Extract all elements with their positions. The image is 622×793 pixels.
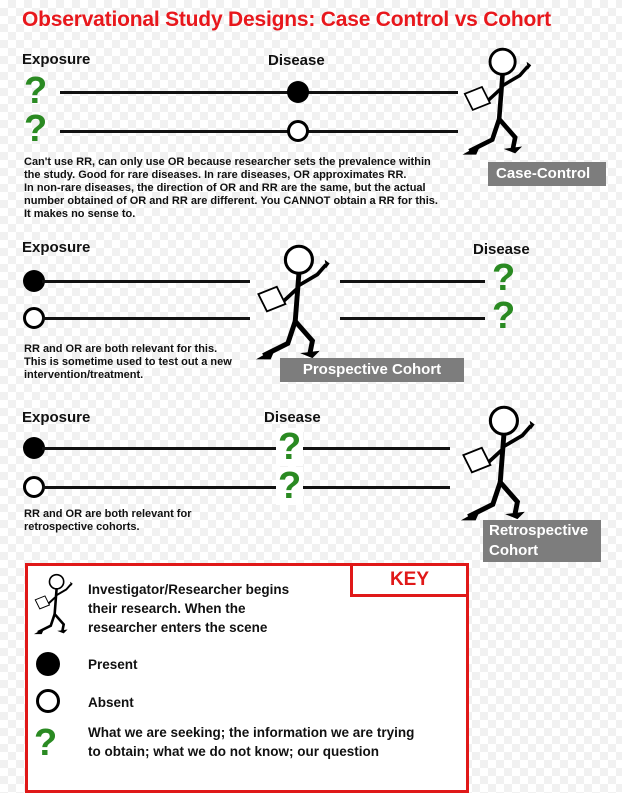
stick-figure-researcher-icon	[32, 573, 75, 636]
rc-unexposed-line	[42, 486, 450, 489]
rc-exposure-label: Exposure	[22, 409, 91, 426]
cc-note: Can't use RR, can only use OR because re…	[24, 156, 438, 220]
key-title: KEY	[350, 563, 469, 597]
present-circle-icon	[23, 437, 45, 459]
pc-disease-label: Disease	[473, 241, 530, 258]
case-control-badge: Case-Control	[488, 162, 606, 186]
pc-exposed-line-right	[340, 280, 485, 283]
present-circle-icon	[36, 652, 60, 676]
key-question-text: What we are seeking; the information we …	[88, 725, 415, 759]
question-mark-icon: ?	[276, 465, 304, 507]
pc-exposed-line-left	[42, 280, 250, 283]
pc-unexposed-line-left	[42, 317, 250, 320]
question-mark-icon: ?	[24, 108, 48, 150]
cc-disease-label: Disease	[268, 52, 325, 69]
rc-exposed-line	[42, 447, 450, 450]
stick-figure-researcher-icon	[458, 406, 540, 524]
question-mark-icon: ?	[492, 295, 516, 337]
question-mark-icon: ?	[492, 257, 516, 299]
key-present-label: Present	[88, 657, 138, 672]
key-researcher-text: Investigator/Researcher begins their res…	[88, 582, 290, 635]
absent-circle-icon	[287, 120, 309, 142]
absent-circle-icon	[36, 689, 60, 713]
rc-note: RR and OR are both relevant for retrospe…	[24, 508, 192, 533]
present-circle-icon	[287, 81, 309, 103]
cc-exposed-line	[60, 91, 458, 94]
cc-unexposed-line	[60, 130, 458, 133]
pc-note: RR and OR are both relevant for this. Th…	[24, 343, 232, 381]
retrospective-cohort-badge: Retrospective Cohort	[483, 520, 601, 562]
question-mark-icon: ?	[276, 426, 304, 468]
pc-unexposed-line-right	[340, 317, 485, 320]
stick-figure-researcher-icon	[254, 245, 334, 363]
stick-figure-researcher-icon	[458, 48, 538, 158]
question-mark-icon: ?	[24, 70, 48, 112]
rc-disease-label: Disease	[264, 409, 321, 426]
cc-exposure-label: Exposure	[22, 51, 91, 68]
present-circle-icon	[23, 270, 45, 292]
prospective-cohort-badge: Prospective Cohort	[280, 358, 464, 382]
question-mark-icon: ?	[34, 722, 58, 764]
page-title: Observational Study Designs: Case Contro…	[22, 8, 551, 31]
key-absent-label: Absent	[88, 695, 134, 710]
key-box	[25, 563, 469, 793]
pc-exposure-label: Exposure	[22, 239, 91, 256]
